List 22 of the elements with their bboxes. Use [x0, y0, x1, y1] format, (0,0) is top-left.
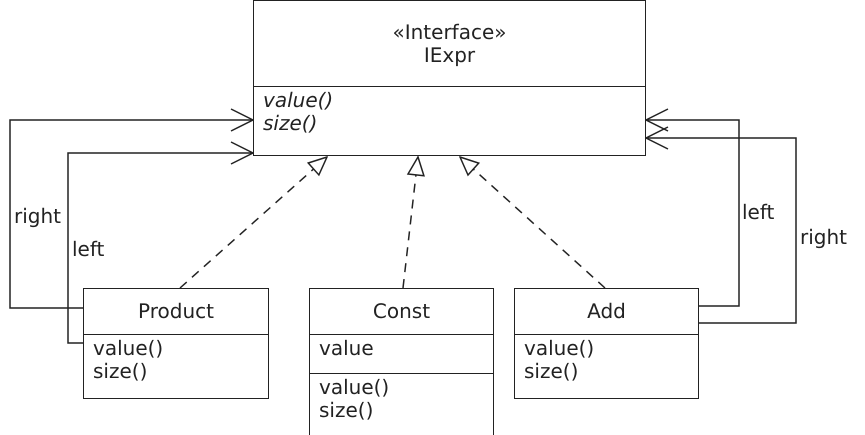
interface-name: «Interface» IExpr [392, 20, 506, 66]
association-arrow [9, 108, 254, 309]
operation-list: value() size() [93, 337, 164, 383]
realization-arrow [402, 156, 425, 288]
association-arrow [645, 126, 797, 324]
class-name: Add [587, 300, 626, 323]
association-arrow [645, 108, 740, 307]
class-name: Const [372, 300, 430, 323]
class-box [309, 288, 494, 435]
operation-list: value() size() [524, 337, 594, 383]
realization-arrow [459, 156, 606, 289]
realization-arrow [180, 156, 328, 289]
association-arrow [67, 141, 254, 344]
class-box [514, 288, 699, 399]
attribute-list: value [319, 337, 374, 360]
interface-box [253, 0, 646, 156]
edge-label: right [14, 205, 61, 227]
edge-label: right [800, 226, 847, 248]
class-name: Product [138, 300, 214, 323]
operation-list: value() size() [263, 89, 334, 135]
operation-list: value() size() [319, 376, 390, 422]
class-box [83, 288, 269, 399]
